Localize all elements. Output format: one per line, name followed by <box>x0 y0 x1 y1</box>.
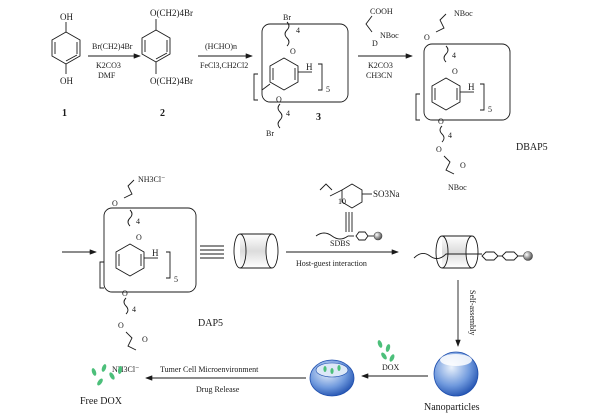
dap5-bottom-amine: NH3Cl⁻ <box>112 365 139 374</box>
reaction-arrow-step2: (HCHO)n FeCl3,CH2Cl2 <box>198 42 253 70</box>
dap5-top-o: O <box>112 199 118 208</box>
free-dox-label: Free DOX <box>80 396 123 407</box>
step1-reagent-1: Br(CH2)4Br <box>92 42 133 51</box>
compound-dbap5: NBoc O 4 O H 5 O 4 O O NBoc DBAP5 <box>415 9 548 192</box>
dap5-mid-o: O <box>136 233 142 242</box>
compound-1: OH OH 1 <box>51 12 81 119</box>
compound-2-number: 2 <box>160 108 165 119</box>
sdbs-guest: 10 SO3Na <box>315 183 400 241</box>
drug-release-arrow: Tumer Cell Microenvironment Drug Release <box>145 365 306 394</box>
sdbs-label: SDBS <box>330 239 350 248</box>
free-dox: Free DOX <box>80 364 123 407</box>
dap5-repeat: 5 <box>174 275 178 284</box>
step1-reagent-3: DMF <box>98 71 116 80</box>
host-guest-label: Host-guest interaction <box>296 259 367 268</box>
compound-dap5: NH3Cl⁻ O 4 O H 5 O 4 O O NH3Cl⁻ DAP5 <box>62 175 223 374</box>
dbap5-mid-o: O <box>452 67 458 76</box>
dbap5-top-n: 4 <box>452 51 456 60</box>
dox-label: DOX <box>382 363 400 372</box>
compound-3-number: 3 <box>316 112 321 123</box>
complex-headgroup-ball <box>523 251 533 261</box>
step3-base: K2CO3 <box>368 61 393 70</box>
dbap5-ester-o2: O <box>460 161 466 170</box>
dbap5-low-n: 4 <box>448 131 452 140</box>
c3-pillar-box <box>261 23 349 103</box>
dbap5-bottom-nboc: NBoc <box>448 183 467 192</box>
dbap5-pillar-box <box>423 43 511 121</box>
dbap5-top-nboc: NBoc <box>454 9 473 18</box>
step2-reagent-1: (HCHO)n <box>205 42 237 51</box>
compound-3: Br 4 O H 5 O 4 Br 3 <box>253 13 349 138</box>
dap5-ester-o: O <box>118 321 124 330</box>
sdbs-benzene-ring <box>341 183 363 209</box>
self-assembly-arrow: Self-assembly <box>455 280 477 347</box>
dap5-pillar-box <box>103 207 197 293</box>
step2-reagent-2: FeCl3,CH2Cl2 <box>200 61 248 70</box>
host-guest-arrow: SDBS Host-guest interaction <box>286 239 399 268</box>
dbap5-low-o: O <box>438 117 444 126</box>
dbap5-ester-o: O <box>436 145 442 154</box>
dbap5-label: DBAP5 <box>516 142 548 153</box>
dox-loaded-nanoparticle <box>309 359 355 397</box>
dap5-ester-o2: O <box>142 335 148 344</box>
c3-bottom-br: Br <box>266 129 274 138</box>
dap5-label: DAP5 <box>198 318 223 329</box>
c3-top-o: O <box>290 47 296 56</box>
dap5-low-o: O <box>122 289 128 298</box>
dap5-top-amine: NH3Cl⁻ <box>138 175 165 184</box>
dap5-ring <box>115 243 145 277</box>
complex-ring-2 <box>501 251 519 261</box>
equivalence-symbol <box>200 245 224 259</box>
c1-bottom-oh: OH <box>60 76 73 86</box>
c2-top-chain: O(CH2)4Br <box>150 8 193 18</box>
c3-top-n: 4 <box>296 26 300 35</box>
complex-ring-1 <box>481 251 499 261</box>
dap5-low-n: 4 <box>132 305 136 314</box>
step1-reagent-2: K2CO3 <box>96 61 121 70</box>
step3-d: D <box>372 39 378 48</box>
reaction-arrow-step3: COOH D NBoc K2CO3 CH3CN <box>358 7 413 80</box>
compound-1-number: 1 <box>62 108 67 119</box>
c3-h: H <box>306 62 313 72</box>
nanoparticles-label: Nanoparticles <box>424 402 480 413</box>
dbap5-h: H <box>468 82 475 92</box>
host-guest-complex <box>413 235 533 269</box>
compound-2: O(CH2)4Br O(CH2)4Br 2 <box>141 8 193 119</box>
dbap5-top-o: O <box>424 33 430 42</box>
c3-bottom-o: O <box>276 95 282 104</box>
drug-release-label: Drug Release <box>196 385 240 394</box>
dox-molecules-top <box>377 340 395 362</box>
c3-bottom-n: 4 <box>286 109 290 118</box>
sdbs-formula: SO3Na <box>373 189 400 199</box>
dox-loading-arrow: DOX <box>361 340 428 379</box>
self-assembly-label: Self-assembly <box>468 290 477 335</box>
dbap5-ring <box>431 77 461 111</box>
c2-bottom-chain: O(CH2)4Br <box>150 76 193 86</box>
c3-ring <box>269 57 299 91</box>
dap5-h: H <box>152 248 159 258</box>
step3-solvent: CH3CN <box>366 71 392 80</box>
dbap5-repeat: 5 <box>488 105 492 114</box>
c3-repeat: 5 <box>326 85 330 94</box>
c3-top-br: Br <box>283 13 291 22</box>
reaction-arrow-step1: Br(CH2)4Br K2CO3 DMF <box>88 42 141 80</box>
dap5-top-n: 4 <box>136 217 140 226</box>
c1-benzene-ring <box>51 31 81 65</box>
microenvironment-label: Tumer Cell Microenvironment <box>160 365 259 374</box>
step3-acid: COOH <box>370 7 393 16</box>
sdbs-headgroup-ball <box>373 231 383 241</box>
pillararene-cylinder-icon <box>233 233 279 269</box>
c1-top-oh: OH <box>60 12 73 22</box>
c2-benzene-ring <box>141 29 171 63</box>
nanoparticle: Nanoparticles <box>424 351 480 413</box>
sdbs-schematic-ring <box>355 231 369 241</box>
step3-nboc: NBoc <box>380 31 399 40</box>
